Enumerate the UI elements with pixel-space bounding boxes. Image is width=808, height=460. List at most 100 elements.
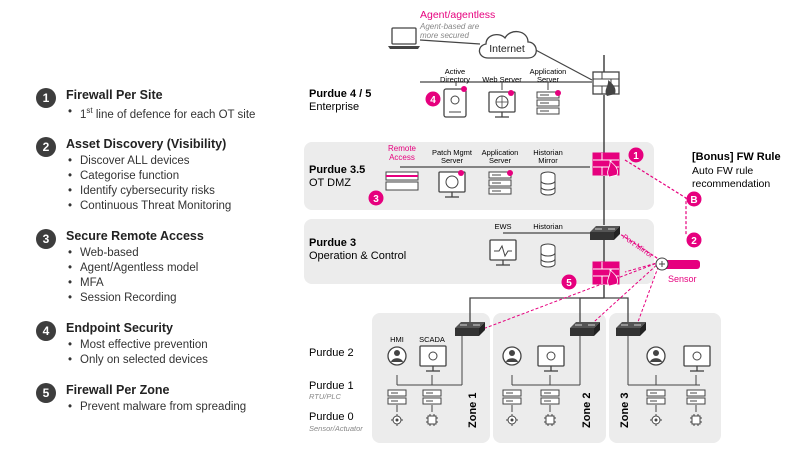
hmi-icon [646,346,666,366]
agent-sub1: Agent-based are [419,22,480,31]
zone1-switch-icon [454,321,486,337]
app-server-label-1: Application [530,67,567,76]
ot-dmz-label: OT DMZ [309,177,351,189]
zone2-label: Zone 2 [581,393,593,428]
purdue35-label: Purdue 3.5 [309,164,365,176]
zone3-label: Zone 3 [619,393,631,428]
badge-5-label: 5 [566,278,572,289]
internet-cloud-icon [478,31,537,59]
legend-title: Firewall Per Zone [66,383,170,397]
active-directory-label-1: Active [445,67,465,76]
historian-mirror-label-2: Mirror [538,156,558,165]
zone2-switch-icon [569,321,601,337]
enterprise-label: Enterprise [309,101,359,113]
badge-1-label: 1 [633,151,639,162]
zone1-label: Zone 1 [467,393,479,428]
core-switch-icon [589,225,621,241]
dmz-app-server-icon [488,171,512,195]
web-server-label: Web Server [482,75,522,84]
sensor-label: Sensor [668,274,697,284]
historian-label: Historian [533,222,563,231]
historian-icon [540,243,556,268]
badge-2-label: 2 [691,236,697,247]
scada-icon [537,345,565,372]
legend-bullet: Identify cybersecurity risks [68,185,215,197]
bonus-badge-label: B [690,195,697,206]
legend-number-1: 1 [36,88,56,108]
legend-bullet-prefix: 1 [80,108,87,121]
zone-firewall-icon [592,261,620,287]
dmz-firewall-icon [592,152,620,178]
badge-4-label: 4 [430,95,436,106]
sensor-chip-icon [689,413,703,427]
sensor-chip-icon [543,413,557,427]
legend-title: Endpoint Security [66,321,173,335]
scada-label: SCADA [419,335,445,344]
legend-bullet: MFA [68,277,103,289]
legend-bullet: Only on selected devices [68,354,208,366]
zone3-switch-icon [615,321,647,337]
legend-bullet: Discover ALL devices [68,155,189,167]
legend-bullet: Prevent malware from spreading [68,401,246,413]
active-directory-label-2: Directory [440,75,470,84]
zone1-panel [372,313,490,443]
legend-bullet: Agent/Agentless model [68,262,198,274]
purdue45-label: Purdue 4 / 5 [309,88,371,100]
laptop-icon [388,27,420,49]
remote-access-icon [385,171,419,191]
historian-mirror-icon [540,171,556,196]
dmz-app-label-2: Server [489,156,512,165]
legend-number-4: 4 [36,321,56,341]
hmi-icon [387,346,407,366]
ews-icon [489,239,517,266]
hmi-label: HMI [390,335,404,344]
legend-bullet-sup: st [86,106,93,115]
legend-number-3: 3 [36,229,56,249]
active-directory-icon [443,88,467,118]
patch-server-icon [438,171,466,198]
agent-sub2: more secured [420,31,469,40]
app-server-label-2: Server [537,75,560,84]
legend-bullet-text: line of defence for each OT site [95,108,256,121]
purdue3-label: Purdue 3 [309,237,356,249]
purdue1-label: Purdue 1 [309,380,354,392]
historian-mirror-label-1: Historian [533,148,563,157]
legend-bullet: Session Recording [68,292,176,304]
purdue0-label: Purdue 0 [309,411,354,423]
legend-title: Asset Discovery (Visibility) [66,137,227,151]
legend-title: Secure Remote Access [66,229,204,243]
legend-bullet: Web-based [68,247,139,259]
bonus-sub1: Auto FW rule [692,165,753,177]
web-server-icon [488,91,516,118]
agent-title: Agent/agentless [420,9,495,21]
scada-icon [683,345,711,372]
purdue0-sub: Sensor/Actuator [309,424,363,433]
patch-label-1: Patch Mgmt [432,148,473,157]
sensor-chip-icon [425,413,439,427]
legend-bullet: Continuous Threat Monitoring [68,200,231,212]
bonus-title: [Bonus] FW Rule [692,151,781,163]
operation-label: Operation & Control [309,250,406,262]
remote-access-label-2: Access [389,153,415,162]
ot-dmz-panel [304,142,654,210]
dmz-app-label-1: Application [482,148,519,157]
internet-label: Internet [489,43,525,55]
legend-title: Firewall Per Site [66,88,163,102]
operation-control-panel [304,219,654,284]
legend-bullet: 1st line of defence for each OT site [68,106,256,121]
legend-number-2: 2 [36,137,56,157]
bonus-sub2: recommendation [692,178,770,190]
legend-number-5: 5 [36,383,56,403]
remote-access-label-1: Remote [388,144,417,153]
purdue2-label: Purdue 2 [309,347,354,359]
legend-bullet: Most effective prevention [68,339,208,351]
sensor-icon [655,257,700,271]
scada-icon [419,345,447,372]
badge-3-label: 3 [373,194,379,205]
patch-label-2: Server [441,156,464,165]
application-server-icon [536,91,560,115]
site-firewall-icon [592,71,620,97]
purdue1-sub: RTU/PLC [309,392,342,401]
hmi-icon [502,346,522,366]
